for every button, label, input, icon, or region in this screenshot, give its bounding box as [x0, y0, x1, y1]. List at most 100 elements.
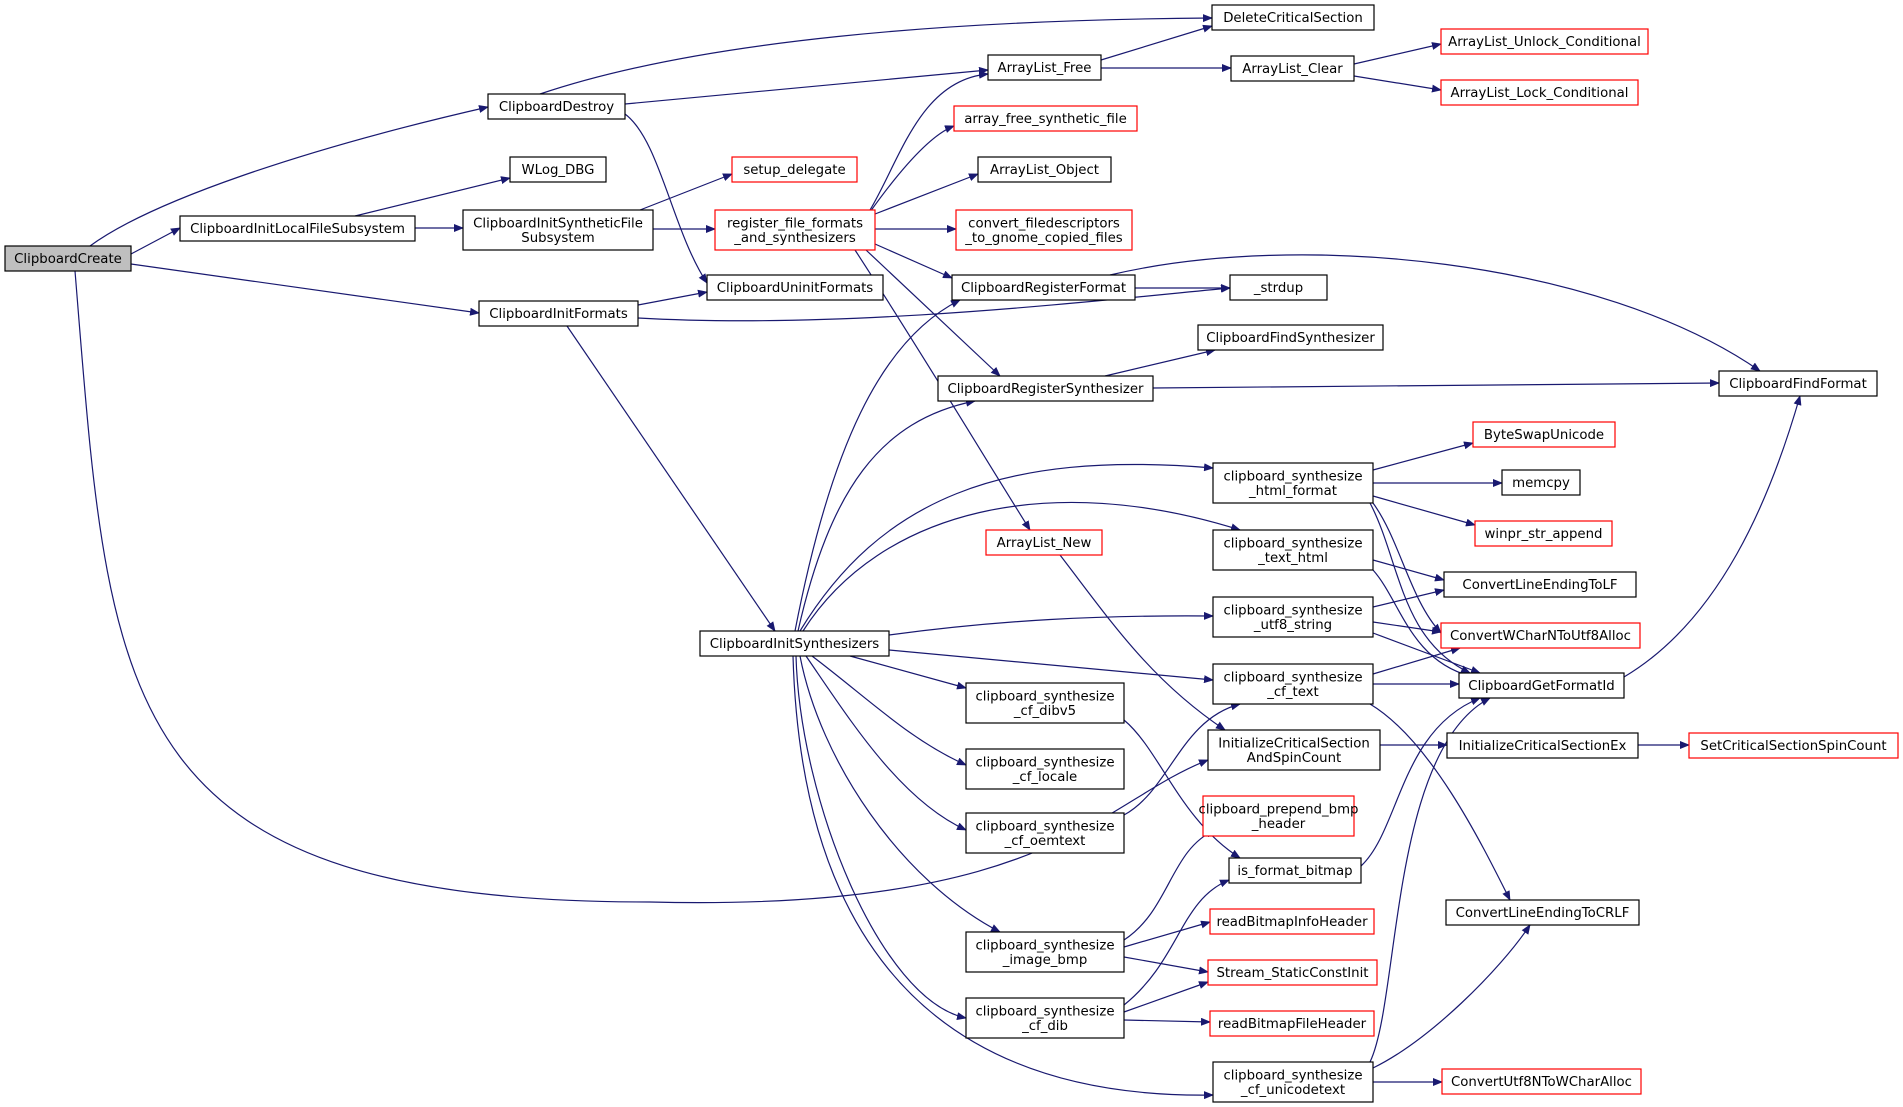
node-clipboard_prepend_bmp_header[interactable]: clipboard_prepend_bmp_header: [1199, 795, 1359, 837]
node-label: ConvertWCharNToUtf8Alloc: [1450, 629, 1631, 644]
node-ClipboardGetFormatId[interactable]: ClipboardGetFormatId: [1458, 672, 1625, 699]
node-label: ArrayList_Clear: [1242, 62, 1343, 77]
node-box: [985, 529, 1103, 556]
node-ByteSwapUnicode[interactable]: ByteSwapUnicode: [1472, 421, 1616, 448]
node-clipboard_synthesize_cf_locale[interactable]: clipboard_synthesize_cf_locale: [965, 748, 1125, 790]
node-label: ClipboardFindFormat: [1729, 377, 1867, 392]
edge-clipboard_synthesize_utf8_string-to-ConvertLineEndingToLF: [1372, 588, 1445, 608]
node-ArrayList_Unlock_Conditional[interactable]: ArrayList_Unlock_Conditional: [1440, 28, 1649, 55]
node-box: [1688, 732, 1899, 759]
node-box: [1474, 520, 1613, 547]
node-label: _cf_unicodetext: [1240, 1083, 1345, 1098]
edge-ArrayList_Clear-to-ArrayList_Unlock_Conditional: [1353, 42, 1442, 65]
node-box: [951, 274, 1136, 301]
node-box: [1207, 959, 1378, 986]
node-ClipboardRegisterSynthesizer[interactable]: ClipboardRegisterSynthesizer: [937, 375, 1154, 402]
node-clipboard_synthesize_text_html[interactable]: clipboard_synthesize_text_html: [1212, 529, 1374, 571]
edge-clipboard_synthesize_cf_dib-to-Stream_StaticConstInit: [1123, 981, 1209, 1013]
node-_strdup[interactable]: _strdup: [1229, 274, 1328, 301]
edge-clipboard_synthesize_html_format-to-winpr_str_append: [1372, 495, 1476, 527]
node-label: ArrayList_New: [997, 536, 1092, 551]
edge-ClipboardInitSynthesizers-to-clipboard_synthesize_image_bmp: [799, 655, 1001, 933]
node-convert_filedescriptors_to_gnome_copied_files[interactable]: convert_filedescriptors_to_gnome_copied_…: [955, 209, 1133, 251]
node-readBitmapFileHeader[interactable]: readBitmapFileHeader: [1209, 1010, 1375, 1037]
node-box: [1207, 729, 1381, 771]
node-clipboard_synthesize_cf_dibv5[interactable]: clipboard_synthesize_cf_dibv5: [965, 682, 1125, 724]
node-label: clipboard_synthesize: [975, 938, 1114, 953]
node-ClipboardCreate[interactable]: ClipboardCreate: [4, 245, 132, 272]
edge-clipboard_synthesize_cf_unicodetext-to-ClipboardGetFormatId: [1369, 697, 1491, 1063]
node-array_free_synthetic_file[interactable]: array_free_synthetic_file: [953, 105, 1138, 132]
node-is_format_bitmap[interactable]: is_format_bitmap: [1228, 857, 1362, 884]
edge-register_file_formats_and_synthesizers-to-ArrayList_Free: [869, 70, 989, 211]
edge-clipboard_synthesize_cf_unicodetext-to-ConvertLineEndingToCRLF: [1372, 924, 1531, 1069]
node-memcpy[interactable]: memcpy: [1501, 469, 1581, 496]
node-clipboard_synthesize_cf_unicodetext[interactable]: clipboard_synthesize_cf_unicodetext: [1212, 1061, 1374, 1103]
node-label: _cf_oemtext: [1004, 834, 1086, 849]
node-ClipboardInitSynthesizers[interactable]: ClipboardInitSynthesizers: [699, 630, 890, 657]
node-clipboard_synthesize_html_format[interactable]: clipboard_synthesize_html_format: [1212, 462, 1374, 504]
node-register_file_formats_and_synthesizers[interactable]: register_file_formats_and_synthesizers: [714, 209, 876, 251]
node-label: Stream_StaticConstInit: [1216, 966, 1368, 981]
node-ClipboardDestroy[interactable]: ClipboardDestroy: [487, 93, 626, 120]
node-label: ConvertUtf8NToWCharAlloc: [1451, 1075, 1632, 1090]
edge-clipboard_synthesize_image_bmp-to-clipboard_prepend_bmp_header: [1123, 829, 1216, 941]
node-ConvertWCharNToUtf8Alloc[interactable]: ConvertWCharNToUtf8Alloc: [1440, 622, 1641, 649]
node-DeleteCriticalSection[interactable]: DeleteCriticalSection: [1211, 4, 1375, 31]
node-box: [1440, 79, 1639, 106]
node-box: [965, 931, 1125, 973]
node-box: [179, 215, 416, 242]
edge-clipboard_synthesize_image_bmp-to-readBitmapInfoHeader: [1123, 920, 1211, 948]
node-box: [1441, 1068, 1642, 1095]
node-box: [1446, 732, 1639, 759]
edge-ClipboardInitSynthesizers-to-clipboard_synthesize_cf_text: [888, 649, 1214, 684]
node-box: [1443, 571, 1637, 598]
node-ClipboardFindSynthesizer[interactable]: ClipboardFindSynthesizer: [1197, 324, 1384, 351]
node-ArrayList_Object[interactable]: ArrayList_Object: [977, 156, 1112, 183]
node-ClipboardUninitFormats[interactable]: ClipboardUninitFormats: [706, 274, 884, 301]
edge-clipboard_synthesize_html_format-to-ByteSwapUnicode: [1372, 441, 1474, 471]
node-clipboard_synthesize_cf_dib[interactable]: clipboard_synthesize_cf_dib: [965, 997, 1125, 1039]
node-winpr_str_append[interactable]: winpr_str_append: [1474, 520, 1613, 547]
node-box: [1202, 795, 1355, 837]
node-ConvertUtf8NToWCharAlloc[interactable]: ConvertUtf8NToWCharAlloc: [1441, 1068, 1642, 1095]
node-box: [1440, 28, 1649, 55]
node-ConvertLineEndingToLF[interactable]: ConvertLineEndingToLF: [1443, 571, 1637, 598]
node-box: [1440, 622, 1641, 649]
node-WLog_DBG[interactable]: WLog_DBG: [509, 156, 607, 183]
node-clipboard_synthesize_image_bmp[interactable]: clipboard_synthesize_image_bmp: [965, 931, 1125, 973]
edge-clipboard_synthesize_cf_dib-to-readBitmapFileHeader: [1123, 1017, 1211, 1026]
node-box: [937, 375, 1154, 402]
node-box: [965, 812, 1125, 854]
node-ArrayList_New[interactable]: ArrayList_New: [985, 529, 1103, 556]
node-ArrayList_Lock_Conditional[interactable]: ArrayList_Lock_Conditional: [1440, 79, 1639, 106]
node-box: [462, 209, 654, 251]
node-readBitmapInfoHeader[interactable]: readBitmapInfoHeader: [1209, 908, 1375, 935]
node-label: clipboard_synthesize: [1223, 670, 1362, 685]
call-edges: [74, 14, 1802, 1100]
node-clipboard_synthesize_cf_text[interactable]: clipboard_synthesize_cf_text: [1212, 663, 1374, 705]
node-SetCriticalSectionSpinCount[interactable]: SetCriticalSectionSpinCount: [1688, 732, 1899, 759]
node-ClipboardRegisterFormat[interactable]: ClipboardRegisterFormat: [951, 274, 1136, 301]
node-box: [1445, 899, 1640, 926]
node-InitializeCriticalSectionEx[interactable]: InitializeCriticalSectionEx: [1446, 732, 1639, 759]
node-box: [1212, 596, 1374, 638]
node-clipboard_synthesize_cf_oemtext[interactable]: clipboard_synthesize_cf_oemtext: [965, 812, 1125, 854]
edge-clipboard_synthesize_image_bmp-to-Stream_StaticConstInit: [1123, 956, 1209, 975]
node-box: [1229, 274, 1328, 301]
node-label: _cf_text: [1266, 685, 1319, 700]
node-setup_delegate[interactable]: setup_delegate: [731, 156, 858, 183]
node-ArrayList_Free[interactable]: ArrayList_Free: [987, 54, 1102, 81]
node-ConvertLineEndingToCRLF[interactable]: ConvertLineEndingToCRLF: [1445, 899, 1640, 926]
edge-clipboard_synthesize_cf_text-to-ConvertWCharNToUtf8Alloc: [1372, 646, 1461, 675]
node-clipboard_synthesize_utf8_string[interactable]: clipboard_synthesize_utf8_string: [1212, 596, 1374, 638]
node-Stream_StaticConstInit[interactable]: Stream_StaticConstInit: [1207, 959, 1378, 986]
node-ClipboardInitLocalFileSubsystem[interactable]: ClipboardInitLocalFileSubsystem: [179, 215, 416, 242]
node-box: [987, 54, 1102, 81]
node-ArrayList_Clear[interactable]: ArrayList_Clear: [1230, 55, 1355, 82]
node-ClipboardFindFormat[interactable]: ClipboardFindFormat: [1718, 370, 1878, 397]
node-label: clipboard_synthesize: [975, 819, 1114, 834]
node-ClipboardInitFormats[interactable]: ClipboardInitFormats: [478, 300, 639, 327]
